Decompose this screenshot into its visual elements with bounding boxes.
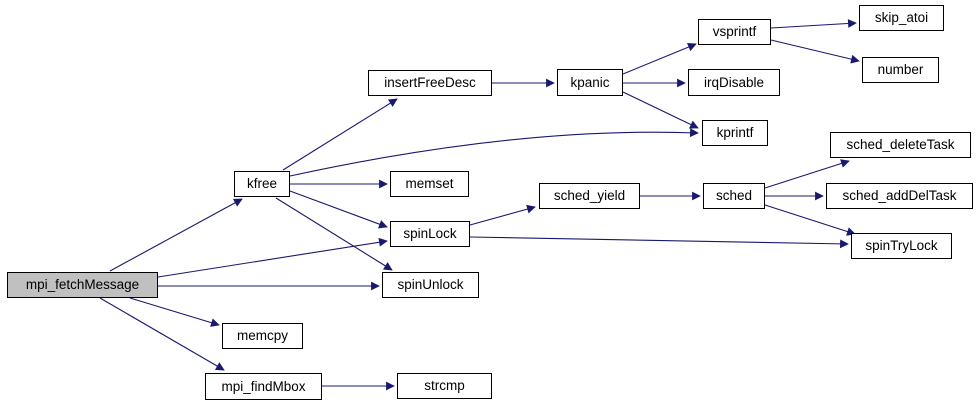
node-mpi_findMbox[interactable]: mpi_findMbox xyxy=(205,373,322,400)
edge-kfree-spinUnlock xyxy=(275,197,393,271)
node-sched_yield[interactable]: sched_yield xyxy=(539,183,640,209)
edge-spinLock-spinTryLock xyxy=(469,236,849,249)
node-spinUnlock[interactable]: spinUnlock xyxy=(382,272,479,298)
edge-sched-sched_deleteTask xyxy=(764,159,850,189)
node-skip_atoi[interactable]: skip_atoi xyxy=(859,5,944,31)
edge-mpi_fetchMessage-spinLock xyxy=(157,237,388,278)
node-sched[interactable]: sched xyxy=(703,183,765,209)
node-mpi_fetchMessage: mpi_fetchMessage xyxy=(7,272,158,298)
node-irqDisable[interactable]: irqDisable xyxy=(688,69,780,96)
edge-vsprintf-number xyxy=(770,39,860,64)
node-strcmp[interactable]: strcmp xyxy=(397,373,492,399)
node-number[interactable]: number xyxy=(862,57,939,83)
node-memset[interactable]: memset xyxy=(390,171,469,197)
edge-kfree-spinLock xyxy=(289,190,388,229)
edge-spinLock-sched_yield xyxy=(469,204,536,226)
node-kfree[interactable]: kfree xyxy=(234,171,290,197)
edge-mpi_fetchMessage-mpi_findMbox xyxy=(99,297,225,371)
edge-sched-spinTryLock xyxy=(764,204,856,236)
edge-mpi_fetchMessage-kfree xyxy=(109,198,243,272)
node-vsprintf[interactable]: vsprintf xyxy=(698,19,771,45)
node-spinTryLock[interactable]: spinTryLock xyxy=(851,233,952,259)
edge-kpanic-kprintf xyxy=(622,91,699,129)
edge-kfree-kprintf xyxy=(289,128,699,177)
node-insertFreeDesc[interactable]: insertFreeDesc xyxy=(368,70,492,96)
edge-mpi_fetchMessage-memcpy xyxy=(129,297,220,327)
node-kprintf[interactable]: kprintf xyxy=(702,120,768,146)
node-spinLock[interactable]: spinLock xyxy=(390,221,470,247)
node-kpanic[interactable]: kpanic xyxy=(557,69,623,96)
edge-kpanic-vsprintf xyxy=(622,42,697,75)
node-sched_addDelTask[interactable]: sched_addDelTask xyxy=(826,183,973,209)
edge-kfree-insertFreeDesc xyxy=(282,98,398,171)
node-sched_deleteTask[interactable]: sched_deleteTask xyxy=(830,132,971,158)
edge-vsprintf-skip_atoi xyxy=(770,19,857,29)
node-memcpy[interactable]: memcpy xyxy=(222,323,303,349)
